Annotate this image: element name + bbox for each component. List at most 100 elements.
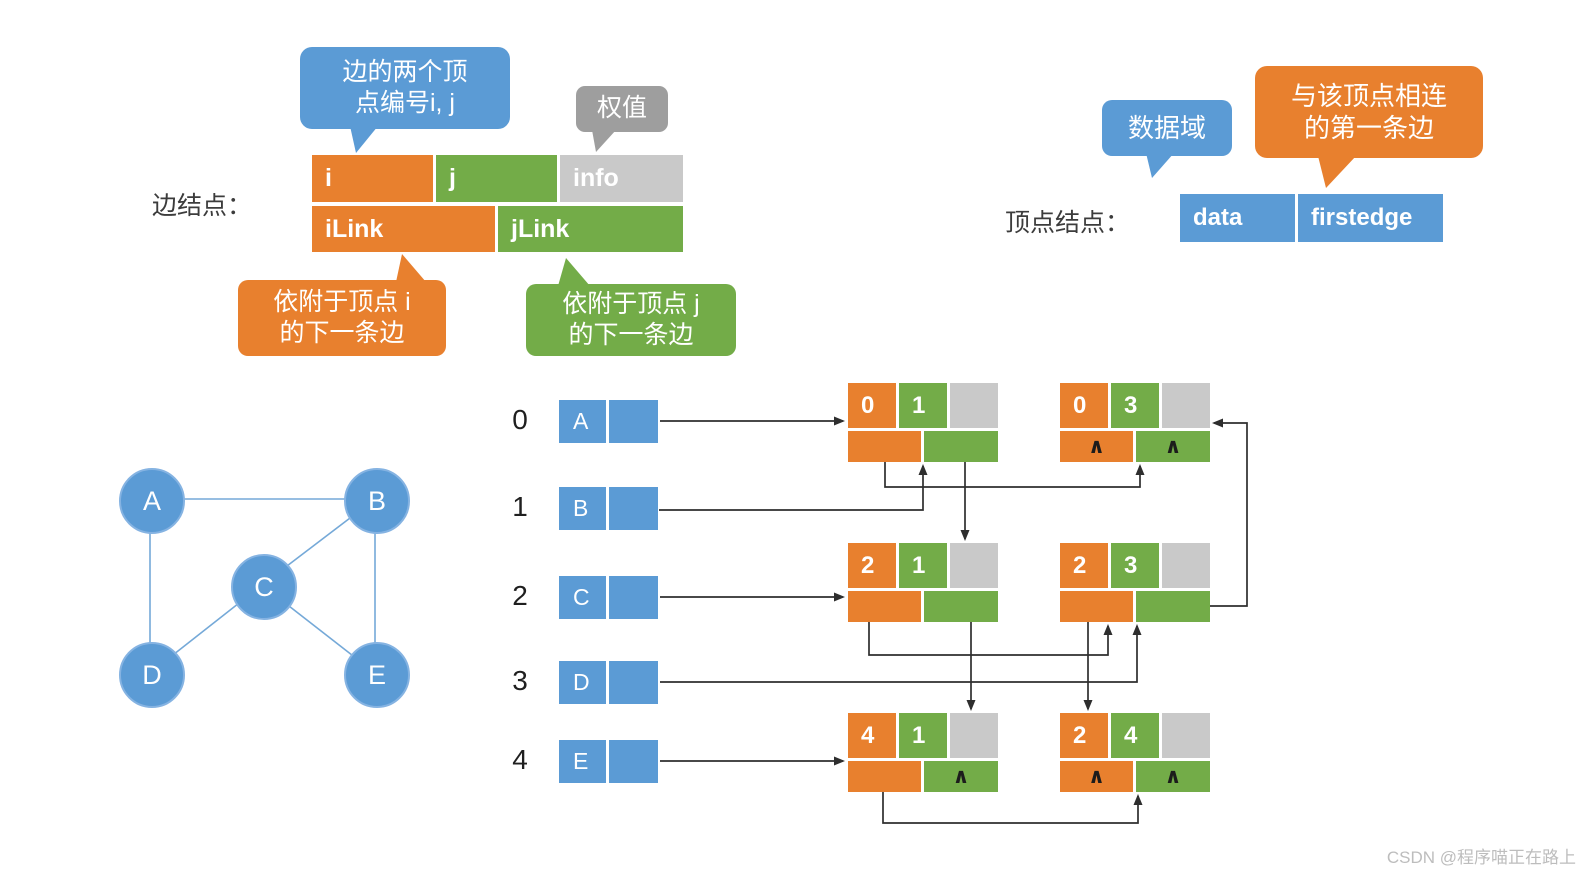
edge-node-4-1: 4 1 ∧ <box>848 713 998 792</box>
graph-node-A: A <box>119 468 185 534</box>
bubble-text: 数据域 <box>1127 112 1206 143</box>
null-mark: ∧ <box>1164 765 1182 788</box>
ilink-bubble: 依附于顶点 i 的下一条边 <box>238 280 446 356</box>
watermark: CSDN @程序喵正在路上 <box>1386 848 1576 867</box>
enode-cell-i: 0 <box>848 383 896 428</box>
bubble-text: 与该顶点相连 <box>1290 80 1447 111</box>
enode-cell-j: 3 <box>1111 543 1159 588</box>
null-mark: ∧ <box>1087 765 1106 788</box>
graph-node-label: E <box>367 659 386 690</box>
vertex-data-cell-D: D <box>559 661 606 704</box>
vertex-firstedge-cell-D <box>609 661 658 704</box>
jlink-bubble-tail <box>558 258 590 286</box>
vertex-firstedge-cell-C <box>609 576 658 619</box>
vertex-data-cell-B: B <box>559 487 606 530</box>
ilink-bubble-tail <box>396 254 426 282</box>
edge-node-0-3: 0 3 ∧ ∧ <box>1060 383 1210 462</box>
arrow-edge21-ilink-to-edge23 <box>868 607 1113 656</box>
enode-cell-i: 2 <box>848 543 896 588</box>
vertex-index-1: 1 <box>512 491 528 522</box>
arrow-vertexB-to-edge01 <box>659 464 928 511</box>
vertex-data-cell-C: C <box>559 576 606 619</box>
bubble-text: 的下一条边 <box>568 321 694 349</box>
vertex-index-3: 3 <box>512 665 528 696</box>
bubble-text: 边的两个顶 <box>342 57 468 86</box>
bubble-text: 依附于顶点 j <box>562 289 700 318</box>
firstedge-bubble: 与该顶点相连 的第一条边 <box>1255 66 1483 158</box>
edge-endpoints-bubble: 边的两个顶 点编号i, j <box>300 47 510 129</box>
struct-cell-i: i <box>312 155 433 202</box>
enode-cell-j: 3 <box>1111 383 1159 428</box>
enode-cell-info <box>950 383 998 428</box>
weight-bubble-tail <box>592 130 616 152</box>
vertex-data-cell-A: A <box>559 400 606 443</box>
edge-node-2-4: 2 4 ∧ ∧ <box>1060 713 1210 792</box>
bubble-text: 的第一条边 <box>1303 113 1434 143</box>
graph-node-E: E <box>344 642 410 708</box>
bubble-text: 的下一条边 <box>279 319 405 347</box>
graph-node-B: B <box>344 468 410 534</box>
enode-cell-ilink <box>848 431 921 462</box>
arrow-vertexD-to-edge23 <box>660 624 1142 683</box>
arrow-edge23-jlink-to-edge03 <box>1192 418 1248 607</box>
data-field-bubble-tail <box>1146 153 1174 178</box>
struct-cell-jlink: jLink <box>498 206 683 252</box>
null-mark: ∧ <box>1087 435 1106 458</box>
vertex-firstedge-cell-B <box>609 487 658 530</box>
enode-cell-info <box>950 713 998 758</box>
vertex-index-4: 4 <box>512 744 528 775</box>
bubble-text: 权值 <box>596 94 647 123</box>
enode-cell-ilink: ∧ <box>1060 761 1133 792</box>
enode-cell-ilink: ∧ <box>1060 431 1133 462</box>
graph-node-C: C <box>231 554 297 620</box>
arrow-edge41-ilink-to-edge24 <box>882 777 1143 824</box>
enode-cell-j: 1 <box>899 543 947 588</box>
enode-cell-info <box>1162 713 1210 758</box>
graph-node-label: A <box>142 485 161 516</box>
edge-endpoints-bubble-tail <box>350 126 378 153</box>
vertex-firstedge-cell-E <box>609 740 658 783</box>
enode-cell-info <box>950 543 998 588</box>
enode-cell-j: 1 <box>899 713 947 758</box>
bubble-text: 依附于顶点 i <box>273 287 411 316</box>
data-field-bubble: 数据域 <box>1102 100 1232 156</box>
null-mark: ∧ <box>952 765 970 788</box>
enode-cell-jlink <box>924 431 998 462</box>
enode-cell-i: 0 <box>1060 383 1108 428</box>
graph-node-label: B <box>367 485 386 516</box>
enode-cell-j: 1 <box>899 383 947 428</box>
edge-node-0-1: 0 1 <box>848 383 998 462</box>
enode-cell-jlink: ∧ <box>1136 431 1210 462</box>
edge-node-2-3: 2 3 <box>1060 543 1210 622</box>
null-mark: ∧ <box>1164 435 1182 458</box>
enode-cell-i: 2 <box>1060 543 1108 588</box>
struct-cell-firstedge: firstedge <box>1298 194 1443 242</box>
vertex-node-struct-label: 顶点结点： <box>1005 209 1131 237</box>
enode-cell-ilink <box>848 761 921 792</box>
enode-cell-jlink <box>924 591 998 622</box>
bubble-text: 点编号i, j <box>354 89 455 117</box>
enode-cell-jlink <box>1136 591 1210 622</box>
edge-node-struct-label: 边结点： <box>152 192 253 220</box>
enode-cell-ilink <box>1060 591 1133 622</box>
enode-cell-i: 2 <box>1060 713 1108 758</box>
struct-cell-ilink: iLink <box>312 206 495 252</box>
enode-cell-jlink: ∧ <box>1136 761 1210 792</box>
graph-node-label: D <box>142 659 162 690</box>
graph-node-label: C <box>254 571 274 602</box>
arrow-edge01-ilink-to-edge03 <box>884 446 1145 488</box>
vertex-firstedge-cell-A <box>609 400 658 443</box>
vertex-index-0: 0 <box>512 404 528 435</box>
struct-cell-data: data <box>1180 194 1295 242</box>
enode-cell-info <box>1162 543 1210 588</box>
struct-cell-j: j <box>436 155 557 202</box>
pointer-arrows <box>659 416 1248 824</box>
enode-cell-j: 4 <box>1111 713 1159 758</box>
enode-cell-ilink <box>848 591 921 622</box>
weight-bubble: 权值 <box>576 86 668 132</box>
vertex-index-2: 2 <box>512 580 528 611</box>
graph-node-D: D <box>119 642 185 708</box>
edge-node-2-1: 2 1 <box>848 543 998 622</box>
vertex-data-cell-E: E <box>559 740 606 783</box>
